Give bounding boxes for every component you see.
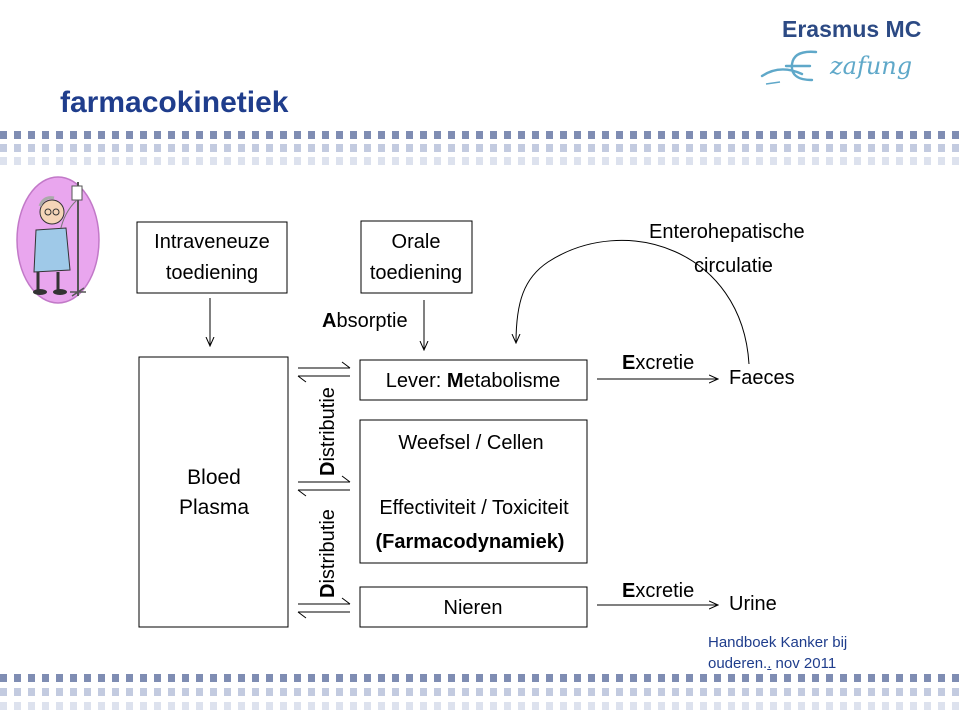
label-entero-line1: Enterohepatische (649, 221, 805, 243)
arrow-distribution-kidney (297, 597, 351, 619)
source-line1: Handboek Kanker bij (708, 634, 848, 651)
footer-band (0, 702, 960, 710)
arrow-distribution-liver (297, 361, 351, 383)
box-nieren (359, 586, 588, 628)
footer-band (0, 688, 960, 696)
box-oraal (360, 220, 473, 294)
label-excretie-kidney: Excretie (622, 580, 694, 602)
box-nieren-label: Nieren (444, 597, 503, 619)
source-link[interactable]: . (767, 655, 772, 672)
label-entero-line2: circulatie (694, 255, 773, 277)
label-excretie-liver: Excretie (622, 352, 694, 374)
box-weefsel-line3: (Farmacodynamiek) (376, 531, 565, 553)
label-distributie-upper: Distributie (317, 387, 339, 476)
box-oraal-line1: Orale (392, 231, 441, 253)
divider-band (0, 157, 960, 165)
box-weefsel-line2: Effectiviteit / Toxiciteit (379, 497, 569, 519)
patient-illustration (16, 176, 100, 304)
divider-band (0, 131, 960, 139)
source-note: Handboek Kanker bij ouderen.. nov 2011 (708, 632, 908, 674)
box-intraveneus-line1: Intraveneuze (154, 231, 270, 253)
source-line2: ouderen.. nov 2011 (708, 655, 837, 672)
box-bloed-line1: Bloed (187, 466, 241, 489)
box-weefsel-line1: Weefsel / Cellen (398, 432, 543, 454)
box-lever-label: Lever: Metabolisme (386, 370, 561, 392)
label-urine: Urine (729, 593, 777, 615)
logo-text: Erasmus MC (782, 16, 922, 42)
box-lever (359, 359, 588, 401)
arrow-enterohepatic (516, 240, 750, 365)
box-intraveneus-line2: toediening (166, 262, 258, 284)
arrow-distribution-tissue (297, 475, 351, 497)
box-bloed-line2: Plasma (179, 496, 249, 519)
logo-script: zafung (829, 52, 912, 80)
box-oraal-line2: toediening (370, 262, 462, 284)
footer-band (0, 674, 960, 682)
box-intraveneus (136, 221, 288, 294)
divider-band (0, 144, 960, 152)
box-weefsel (359, 419, 588, 564)
logo-signature: zafung (760, 50, 912, 85)
label-absorptie: Absorptie (322, 310, 408, 332)
label-distributie-lower: Distributie (317, 509, 339, 598)
page-title: farmacokinetiek (60, 86, 289, 119)
label-faeces: Faeces (729, 367, 795, 389)
box-bloed (138, 356, 289, 628)
